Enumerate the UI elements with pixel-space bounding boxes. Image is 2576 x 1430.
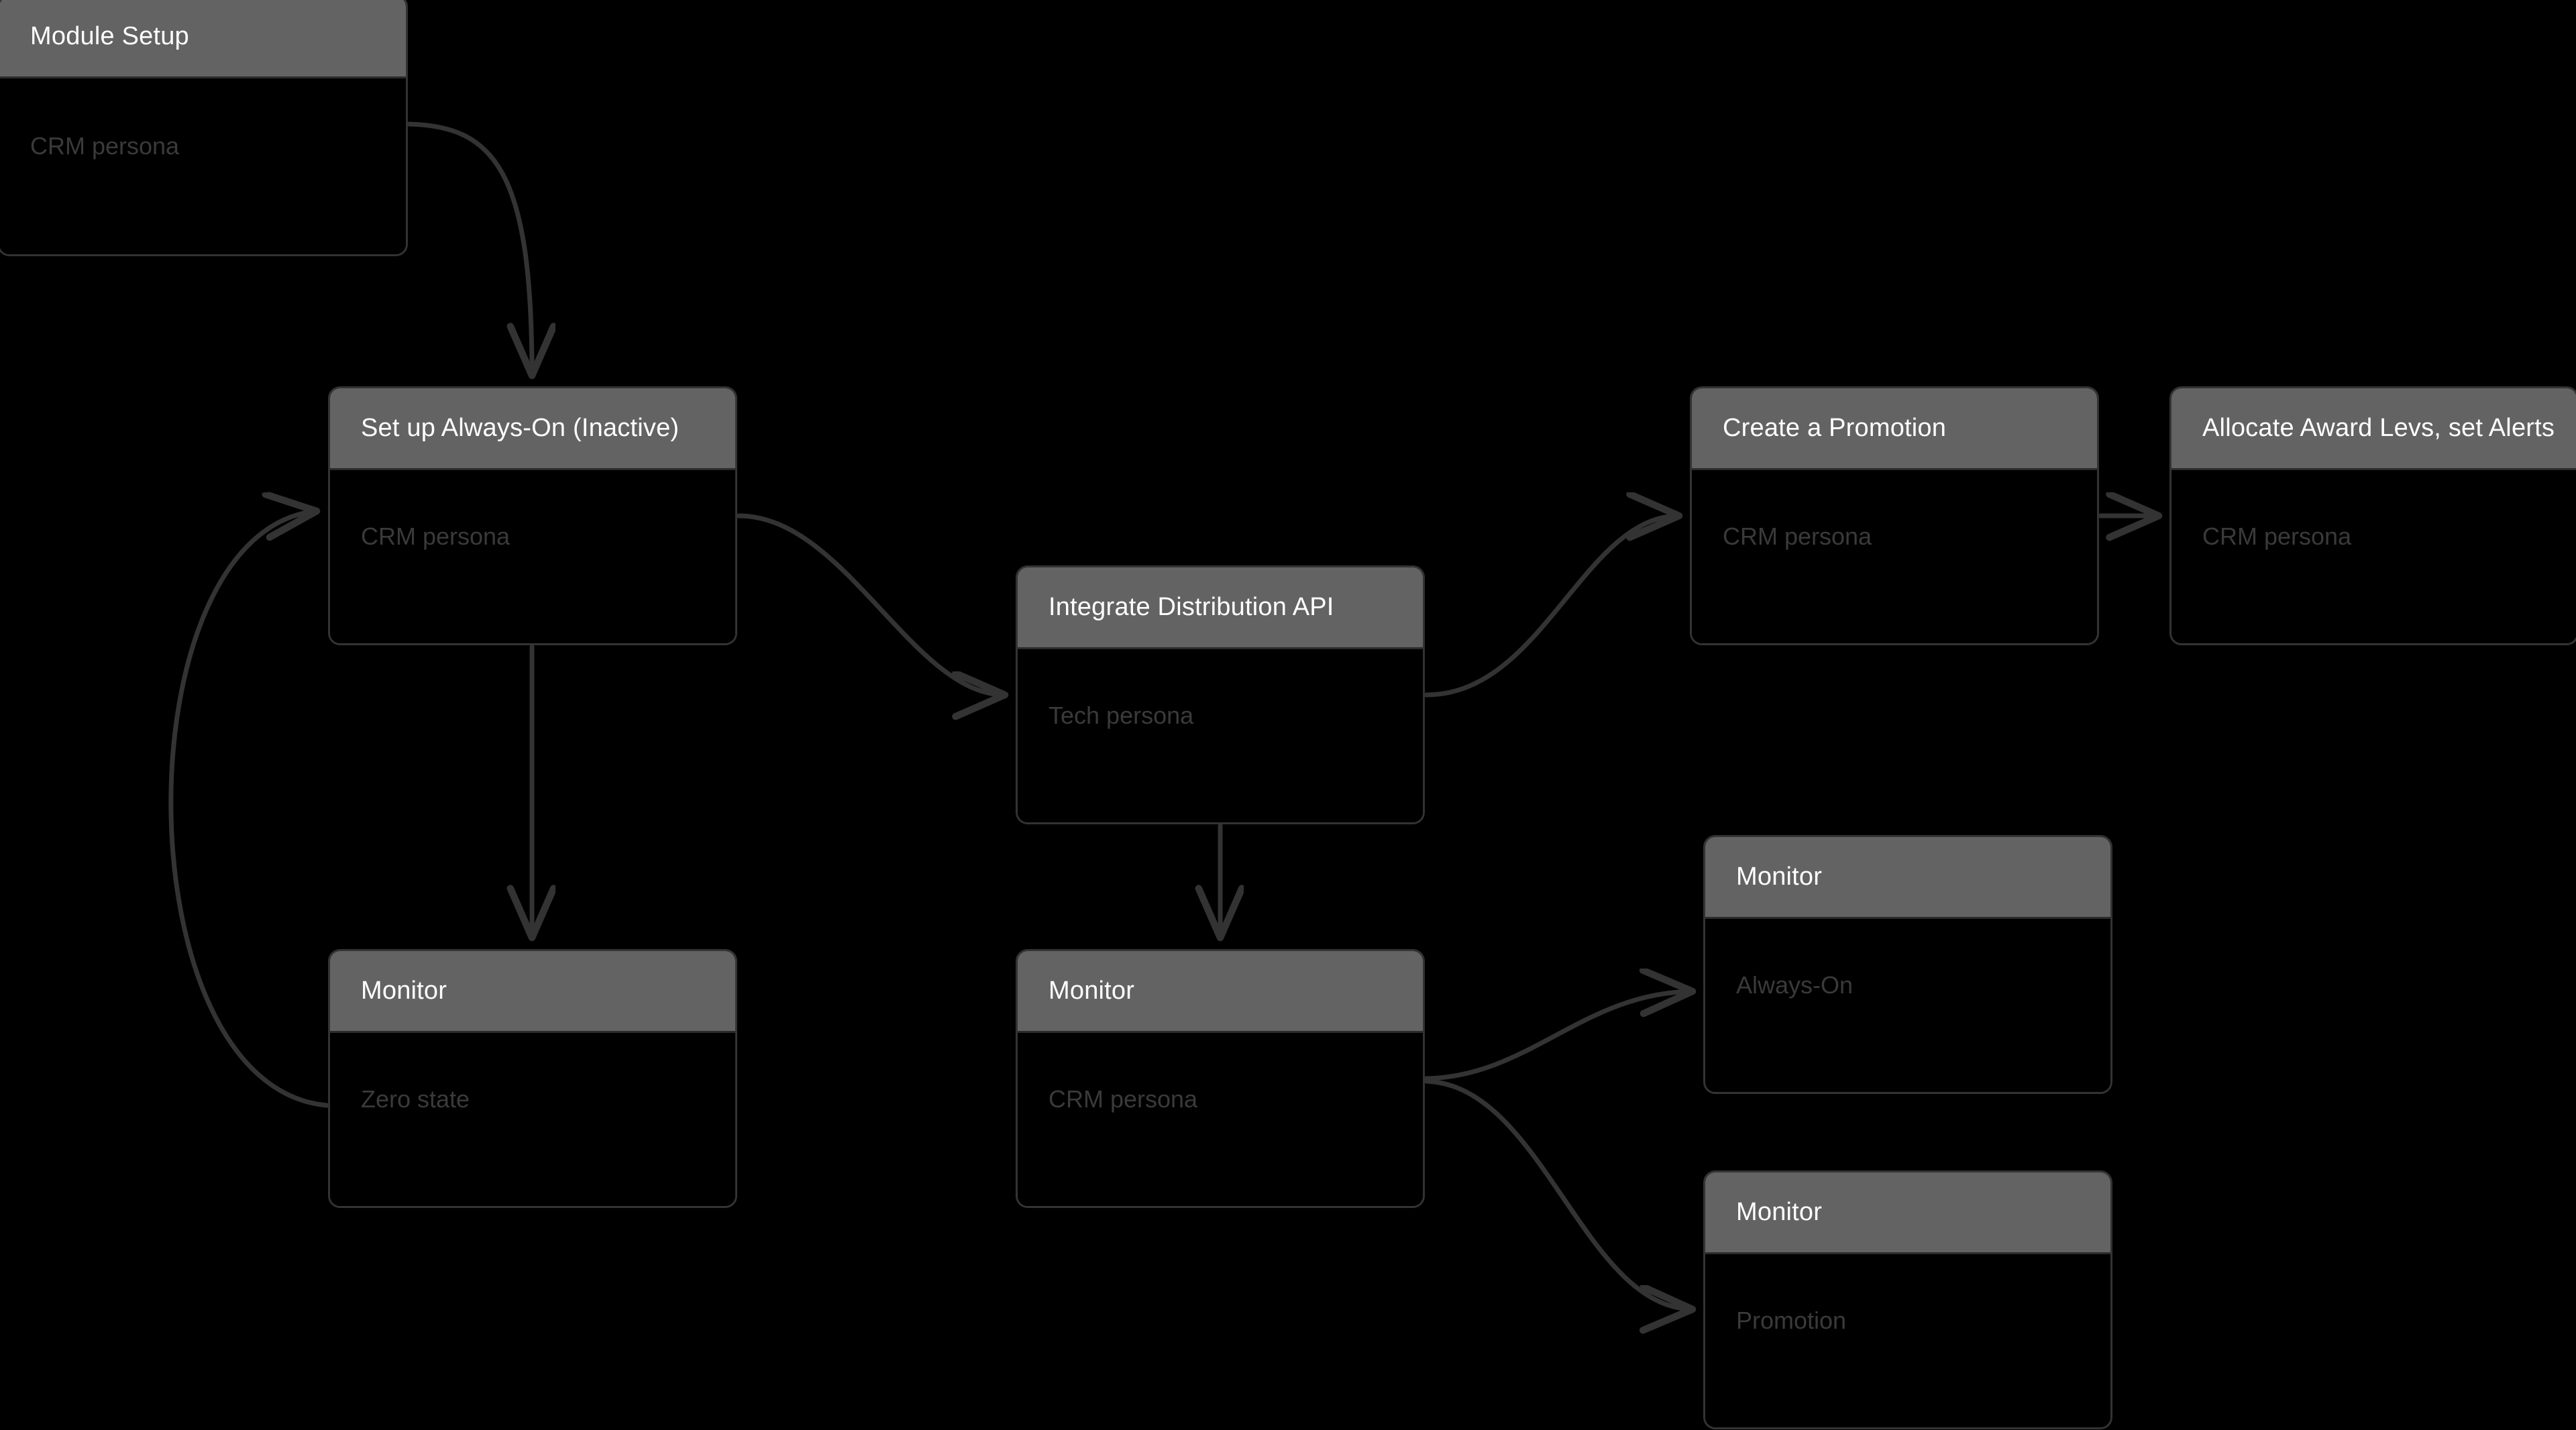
node-monitor-zero-state-title: Monitor (361, 977, 447, 1005)
node-monitor-crm-persona-body: CRM persona (1018, 1033, 1423, 1206)
node-set-up-always-on[interactable]: Set up Always-On (Inactive) CRM persona (328, 386, 737, 645)
node-monitor-crm-persona[interactable]: Monitor CRM persona (1016, 949, 1425, 1208)
node-monitor-promotion-body: Promotion (1705, 1254, 2110, 1427)
node-monitor-promotion-title: Monitor (1736, 1198, 1823, 1226)
node-set-up-always-on-title: Set up Always-On (Inactive) (361, 414, 680, 442)
node-integrate-distribution-api-body: Tech persona (1018, 649, 1423, 822)
node-monitor-always-on-title: Monitor (1736, 863, 1823, 891)
node-monitor-crm-persona-subtitle: CRM persona (1049, 1085, 1198, 1113)
node-allocate-award-levs-set-alerts-title: Allocate Award Levs, set Alerts (2202, 414, 2555, 442)
node-monitor-zero-state[interactable]: Monitor Zero state (328, 949, 737, 1208)
node-monitor-crm-persona-header: Monitor (1018, 951, 1423, 1033)
node-monitor-always-on[interactable]: Monitor Always-On (1703, 835, 2112, 1094)
node-monitor-promotion[interactable]: Monitor Promotion (1703, 1170, 2112, 1429)
node-module-setup-header: Module Setup (0, 0, 406, 78)
node-monitor-always-on-header: Monitor (1705, 837, 2110, 919)
node-allocate-award-levs-set-alerts-header: Allocate Award Levs, set Alerts (2171, 388, 2576, 470)
node-module-setup-subtitle: CRM persona (30, 132, 180, 160)
node-monitor-always-on-body: Always-On (1705, 919, 2110, 1092)
node-create-a-promotion-body: CRM persona (1692, 470, 2097, 643)
edge-integrate-distribution-api-to-create-a-promotion (1424, 516, 1679, 698)
node-monitor-promotion-header: Monitor (1705, 1172, 2110, 1254)
node-monitor-promotion-subtitle: Promotion (1736, 1307, 1847, 1334)
edge-monitor-crm-persona-to-monitor-promotion (1424, 1079, 1693, 1309)
node-monitor-zero-state-subtitle: Zero state (361, 1085, 470, 1113)
node-set-up-always-on-subtitle: CRM persona (361, 522, 511, 550)
node-create-a-promotion[interactable]: Create a Promotion CRM persona (1690, 386, 2099, 645)
node-integrate-distribution-api-title: Integrate Distribution API (1049, 593, 1334, 621)
node-module-setup-title: Module Setup (30, 22, 189, 50)
node-monitor-zero-state-body: Zero state (330, 1033, 735, 1206)
node-allocate-award-levs-set-alerts-body: CRM persona (2171, 470, 2576, 643)
node-monitor-zero-state-header: Monitor (330, 951, 735, 1033)
node-monitor-crm-persona-title: Monitor (1049, 977, 1135, 1005)
node-set-up-always-on-header: Set up Always-On (Inactive) (330, 388, 735, 470)
node-module-setup-body: CRM persona (0, 78, 406, 254)
node-module-setup[interactable]: Module Setup CRM persona (0, 0, 408, 256)
edge-set-up-always-on-to-integrate-distribution-api (736, 513, 1005, 695)
node-integrate-distribution-api[interactable]: Integrate Distribution API Tech persona (1016, 565, 1425, 824)
node-create-a-promotion-header: Create a Promotion (1692, 388, 2097, 470)
node-monitor-always-on-subtitle: Always-On (1736, 971, 1854, 999)
node-integrate-distribution-api-header: Integrate Distribution API (1018, 567, 1423, 649)
node-create-a-promotion-subtitle: CRM persona (1723, 522, 1872, 550)
node-create-a-promotion-title: Create a Promotion (1723, 414, 1947, 442)
node-integrate-distribution-api-subtitle: Tech persona (1049, 702, 1194, 729)
edge-monitor-zero-state-to-set-up-always-on (168, 511, 329, 1108)
edge-module-setup-to-set-up-always-on (407, 121, 532, 376)
node-set-up-always-on-body: CRM persona (330, 470, 735, 643)
node-allocate-award-levs-set-alerts[interactable]: Allocate Award Levs, set Alerts CRM pers… (2169, 386, 2576, 645)
node-allocate-award-levs-set-alerts-subtitle: CRM persona (2202, 522, 2352, 550)
edge-monitor-crm-persona-to-monitor-always-on (1424, 991, 1693, 1081)
